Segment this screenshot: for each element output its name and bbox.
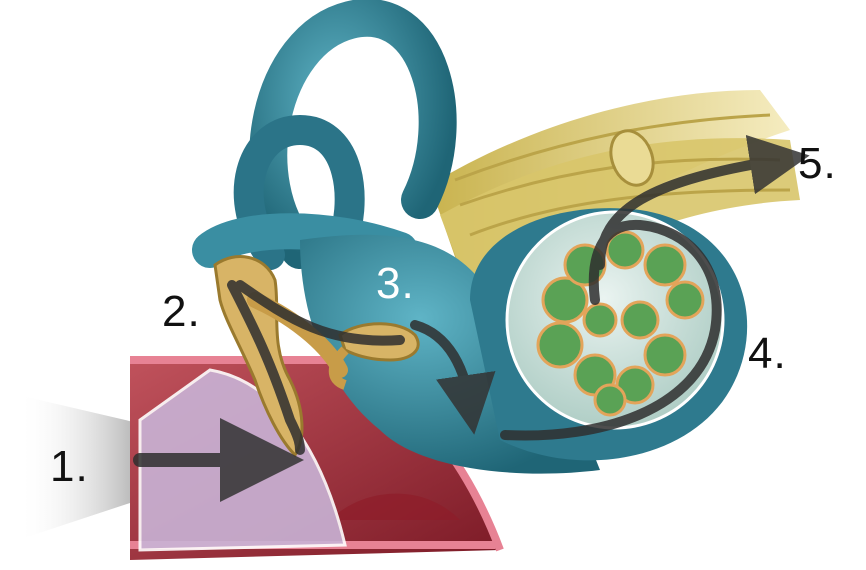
label-1: 1. <box>50 445 89 489</box>
label-2: 2. <box>162 290 201 334</box>
label-3: 3. <box>376 262 415 306</box>
label-5: 5. <box>798 142 837 186</box>
semicircular-canals <box>210 18 438 255</box>
label-4: 4. <box>748 332 787 376</box>
